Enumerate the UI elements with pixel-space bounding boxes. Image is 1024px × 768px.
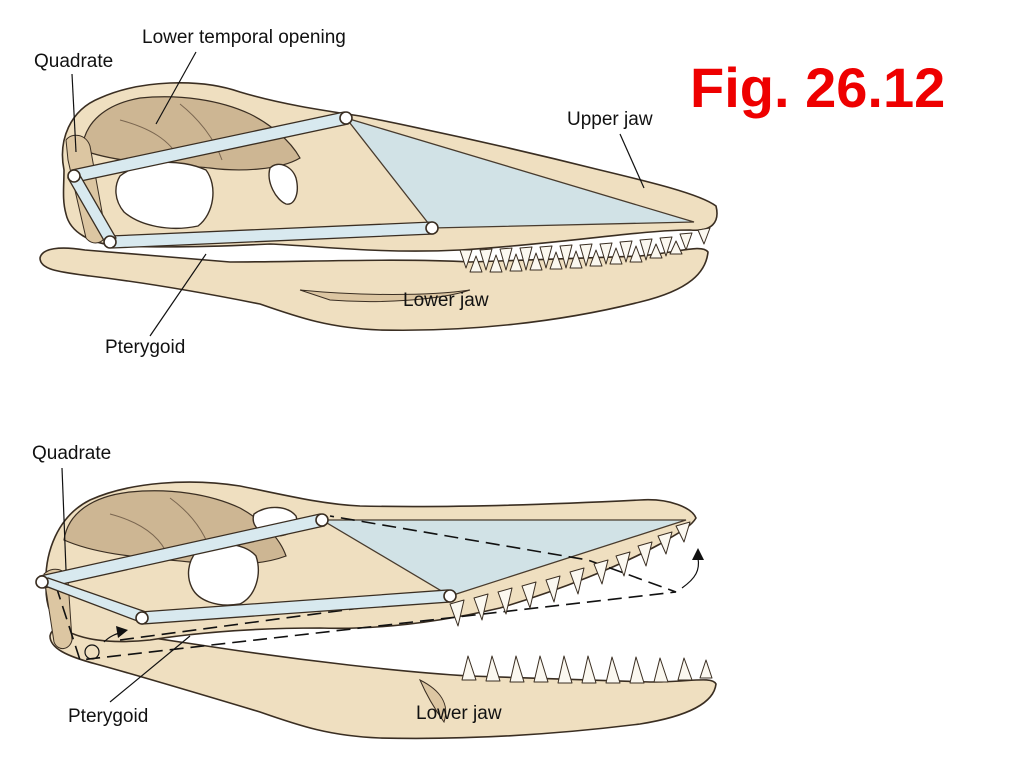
top-linkage-triangle: [344, 116, 695, 229]
bottom-lower-jaw-label: Lower jaw: [416, 703, 502, 724]
bottom-lower-teeth: [461, 655, 713, 684]
bottom-upper-teeth: [449, 521, 691, 627]
top-quadrate-joint: [67, 169, 81, 183]
top-pterygoid-leader: [149, 253, 207, 337]
figure-title: Fig. 26.12: [690, 56, 946, 119]
top-upper-teeth: [459, 227, 711, 271]
bottom-pterygoid-push-arrow: [103, 626, 128, 643]
bottom-quadrate-leader: [61, 467, 67, 571]
top-upper-jaw-leader: [619, 133, 645, 189]
top-lower-jaw-bone: [39, 247, 709, 332]
bottom-closed-position-outline: [55, 515, 677, 661]
bottom-snout-rotation-arrow: [681, 548, 704, 589]
bottom-quadrate-joint: [35, 575, 49, 589]
bottom-pterygoid-joint: [135, 611, 149, 625]
bottom-quadrate-rotation-marker: [84, 644, 100, 660]
top-pterygoid-joint: [103, 235, 117, 249]
top-pterygoid-label: Pterygoid: [105, 337, 185, 358]
bottom-skull-panel: Quadrate Lower jaw Pterygoid: [32, 443, 717, 740]
top-upper-jaw-label: Upper jaw: [567, 109, 653, 130]
bottom-lower-temporal-opening: [187, 543, 259, 606]
top-upper-rod-joint: [339, 111, 353, 125]
bottom-pterygoid-leader: [109, 635, 191, 703]
bottom-lower-rod-joint: [443, 589, 457, 603]
top-lower-temporal-opening-label: Lower temporal opening: [142, 27, 346, 48]
top-temporal-opening-leader: [155, 51, 197, 125]
top-lower-temporal-opening: [115, 161, 214, 229]
bottom-upper-rod-joint: [315, 513, 329, 527]
top-lower-jaw-label: Lower jaw: [403, 290, 489, 311]
bottom-lower-jaw-bone: [49, 625, 717, 740]
bottom-linkage-triangle: [319, 519, 687, 597]
top-skull-panel: Quadrate Lower temporal opening Upper ja…: [34, 27, 718, 358]
top-lower-rod-joint: [425, 221, 439, 235]
top-quadrate-label: Quadrate: [34, 51, 113, 72]
top-quadrate-leader: [71, 73, 77, 153]
top-lower-teeth: [469, 240, 683, 273]
bottom-pterygoid-label: Pterygoid: [68, 706, 148, 727]
bottom-quadrate-label: Quadrate: [32, 443, 111, 464]
